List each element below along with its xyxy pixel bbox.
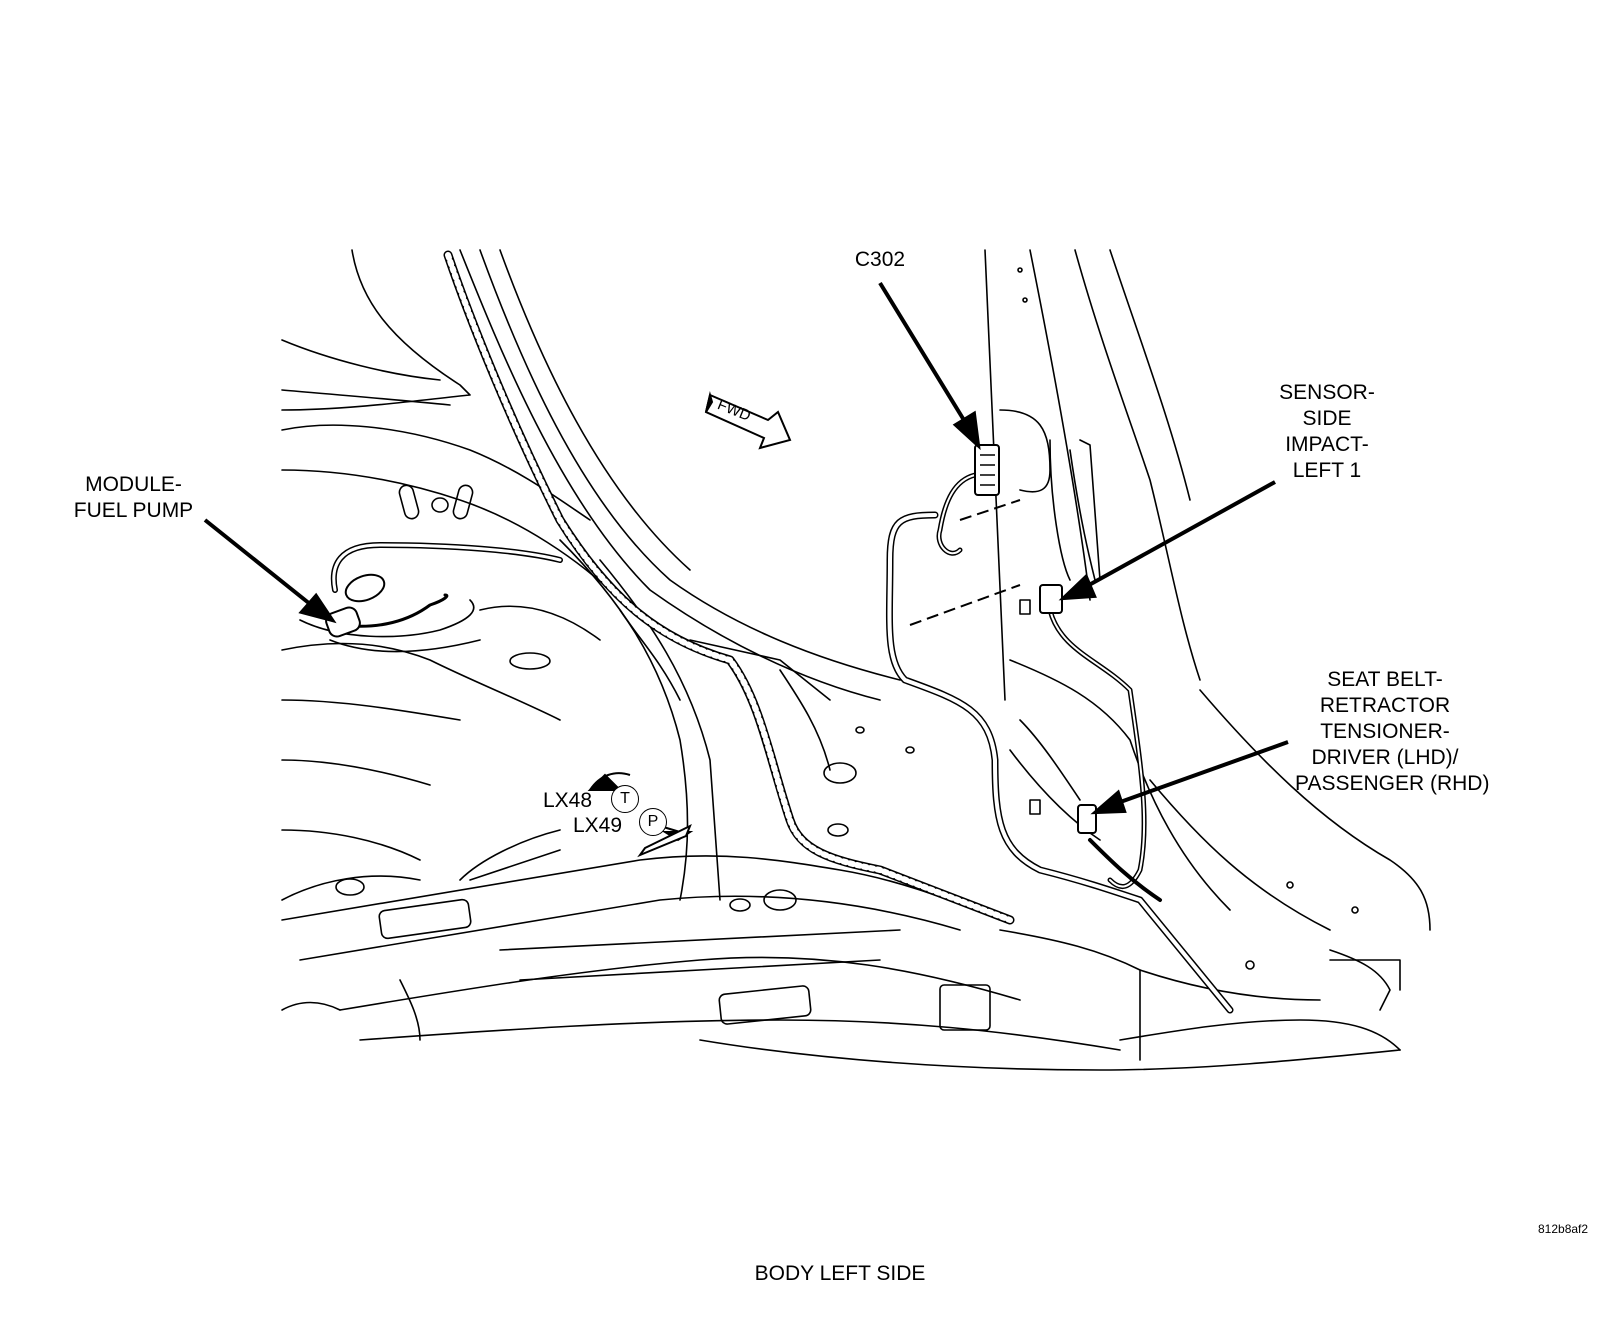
arrow-seat-belt-retractor	[1111, 740, 1289, 807]
label-sensor-side-impact: SENSOR- SIDE IMPACT- LEFT 1	[1279, 381, 1375, 482]
label-lx49: LX49	[573, 814, 623, 837]
side-impact-sensor-connector	[1039, 584, 1063, 614]
marker-t: T	[611, 785, 639, 813]
fwd-arrow-icon	[704, 391, 792, 450]
label-c302: C302	[854, 248, 906, 271]
label-seat-belt-retractor: SEAT BELT- RETRACTOR TENSIONER- DRIVER (…	[1295, 668, 1490, 795]
seat-belt-connector	[1077, 804, 1097, 834]
marker-p: P	[639, 808, 667, 836]
caption: BODY LEFT SIDE	[754, 1262, 926, 1285]
lx-arrows	[587, 772, 694, 858]
wiring-harness	[330, 250, 1234, 1014]
label-module-fuel-pump: MODULE- FUEL PUMP	[73, 473, 194, 522]
fuel-pump-connector	[325, 606, 361, 638]
arrow-c302	[878, 281, 972, 432]
c302-connector	[974, 444, 1000, 496]
connectors	[325, 444, 1097, 834]
wheel-well	[559, 539, 689, 901]
floor-pan	[281, 855, 1001, 921]
label-lx48: LX48	[543, 789, 593, 812]
c-pillar-arch	[459, 249, 881, 701]
arrow-sensor-side-impact	[1079, 480, 1276, 592]
leader-arrows	[203, 281, 1289, 815]
arrow-module-fuel-pump	[203, 518, 322, 614]
figure-id: 812b8af2	[1538, 1222, 1589, 1236]
body-outline-rear	[281, 249, 471, 411]
